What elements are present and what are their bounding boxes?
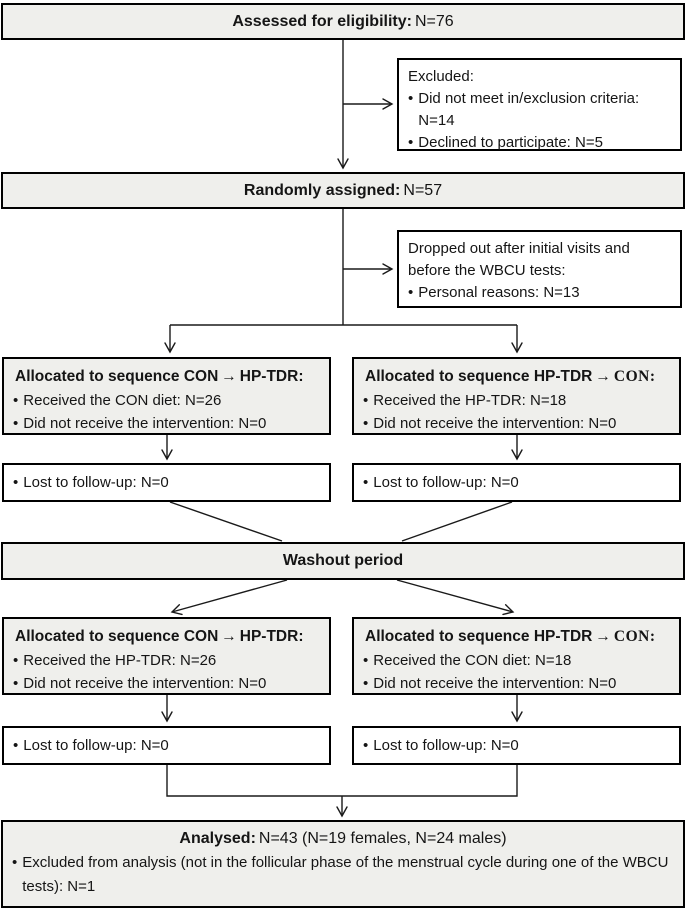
randomized-value: N=57 <box>403 181 443 199</box>
alloc-hptdr-second-bullet-2: •Did not receive the intervention: N=0 <box>363 672 671 695</box>
lost-second-left-box: •Lost to follow-up: N=0 <box>2 726 331 765</box>
bullet-marker: • <box>13 415 19 432</box>
alloc-con-second-box: Allocated to sequence CON→HP-TDR: •Recei… <box>2 617 331 695</box>
washout-label: Washout period <box>282 552 404 569</box>
sequence-arrow-glyph: → <box>595 368 611 385</box>
bullet-marker: • <box>363 392 369 409</box>
alloc-hptdr-first-bullet-1: •Received the HP-TDR: N=18 <box>363 389 671 412</box>
lost-second-left-text: Lost to follow-up: N=0 <box>23 736 169 754</box>
excluded-bullet-2: •Declined to participate: N=5 <box>408 132 672 154</box>
lost-first-right-text: Lost to follow-up: N=0 <box>373 473 519 491</box>
sequence-arrow-glyph: → <box>595 628 611 645</box>
analysed-label: Analysed: <box>179 830 256 847</box>
assessed-label: Assessed for eligibility: <box>232 12 412 30</box>
bullet-marker: • <box>408 134 414 151</box>
alloc-con-first-bullet-1: •Received the CON diet: N=26 <box>13 389 321 412</box>
bullet-marker: • <box>13 736 19 754</box>
alloc-con-first-title: Allocated to sequence CON→HP-TDR: <box>15 368 304 385</box>
lost-second-right-box: •Lost to follow-up: N=0 <box>352 726 681 765</box>
washout-text: Washout period <box>3 544 683 578</box>
alloc-hptdr-second-title: Allocated to sequence HP-TDR→CON: <box>365 628 656 645</box>
bullet-marker: • <box>13 473 19 491</box>
sequence-arrow-glyph: → <box>221 628 237 645</box>
bullet-marker: • <box>12 854 18 871</box>
bullet-marker: • <box>363 415 369 432</box>
alloc-con-first-box: Allocated to sequence CON→HP-TDR: •Recei… <box>2 357 331 435</box>
dropout-bullet-1: •Personal reasons: N=13 <box>408 282 672 304</box>
line-merge-connector <box>166 765 518 797</box>
arrow-washout-to-alloc-left-2 <box>170 579 288 616</box>
alloc-con-second-title: Allocated to sequence CON→HP-TDR: <box>15 628 304 645</box>
alloc-con-second-bullet-2: •Did not receive the intervention: N=0 <box>13 672 321 695</box>
lost-first-right-box: •Lost to follow-up: N=0 <box>352 463 681 502</box>
bullet-marker: • <box>363 675 369 692</box>
alloc-hptdr-first-title: Allocated to sequence HP-TDR→CON: <box>365 368 656 385</box>
alloc-hptdr-first-bullet-2: •Did not receive the intervention: N=0 <box>363 412 671 435</box>
bullet-marker: • <box>13 652 19 669</box>
alloc-hptdr-first-box: Allocated to sequence HP-TDR→CON: •Recei… <box>352 357 681 435</box>
washout-box: Washout period <box>1 542 685 580</box>
alloc-hptdr-second-bullet-1: •Received the CON diet: N=18 <box>363 649 671 672</box>
line-lost-right-to-washout <box>401 501 513 542</box>
assessed-value: N=76 <box>414 12 454 30</box>
randomized-text: Randomly assigned:N=57 <box>3 174 683 207</box>
randomized-box: Randomly assigned:N=57 <box>1 172 685 209</box>
randomized-label: Randomly assigned: <box>243 181 401 199</box>
dropout-text: Dropped out after initial visits and bef… <box>408 240 630 279</box>
dropout-box: Dropped out after initial visits and bef… <box>397 230 682 308</box>
analysed-bullet-1: •Excluded from analysis (not in the foll… <box>3 851 683 899</box>
alloc-con-second-bullet-1: •Received the HP-TDR: N=26 <box>13 649 321 672</box>
lost-first-left-text: Lost to follow-up: N=0 <box>23 473 169 491</box>
bullet-marker: • <box>408 90 414 107</box>
bullet-marker: • <box>13 675 19 692</box>
assessed-text: Assessed for eligibility:N=76 <box>3 5 683 38</box>
sequence-arrow-glyph: → <box>221 368 237 385</box>
alloc-hptdr-second-box: Allocated to sequence HP-TDR→CON: •Recei… <box>352 617 681 695</box>
bullet-marker: • <box>363 473 369 491</box>
lost-first-left-box: •Lost to follow-up: N=0 <box>2 463 331 502</box>
lost-second-right-text: Lost to follow-up: N=0 <box>373 736 519 754</box>
arrow-washout-to-alloc-right-2 <box>396 579 515 616</box>
bullet-marker: • <box>363 652 369 669</box>
bullet-marker: • <box>408 284 414 301</box>
analysed-title: Analysed:N=43 (N=19 females, N=24 males) <box>3 822 683 851</box>
excluded-bullet-1: •Did not meet in/exclusion criteria: N=1… <box>408 88 672 132</box>
bullet-marker: • <box>13 392 19 409</box>
bullet-marker: • <box>363 736 369 754</box>
alloc-con-first-bullet-2: •Did not receive the intervention: N=0 <box>13 412 321 435</box>
analysed-value: N=43 (N=19 females, N=24 males) <box>258 830 507 847</box>
excluded-box: Excluded: •Did not meet in/exclusion cri… <box>397 58 682 151</box>
analysed-box: Analysed:N=43 (N=19 females, N=24 males)… <box>1 820 685 908</box>
assessed-box: Assessed for eligibility:N=76 <box>1 3 685 40</box>
excluded-title: Excluded: <box>408 68 474 85</box>
line-lost-left-to-washout <box>169 501 283 542</box>
